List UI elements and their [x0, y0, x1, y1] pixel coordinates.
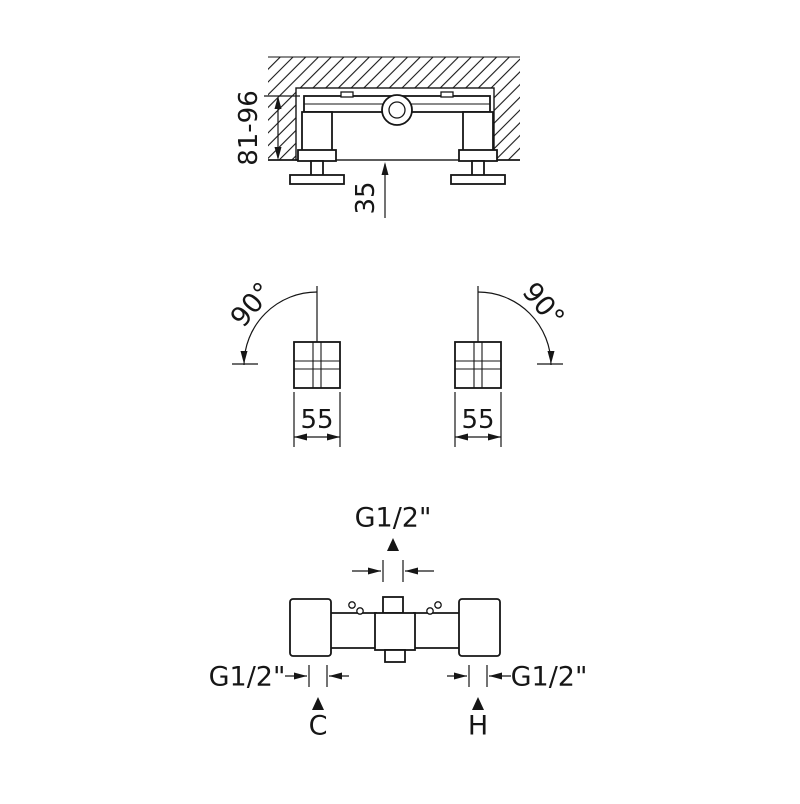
left-shutoff-valve: [289, 111, 345, 185]
mounting-hole-icon: [426, 607, 434, 615]
right-end-block: [458, 598, 501, 657]
right-thread-label: G1/2": [511, 662, 588, 693]
top-outlet-stub: [382, 596, 404, 614]
top-thread-label: G1/2": [355, 503, 432, 534]
valve-spindle-top-view: [454, 341, 502, 389]
rotation-detail-right: 90° 55: [454, 277, 571, 447]
valve-spindle-top-view: [293, 341, 341, 389]
faucet-body: [289, 596, 501, 663]
dim-arrow-right-icon: [488, 433, 501, 441]
left-end-block: [289, 598, 332, 657]
dim-arrow-right-icon: [327, 433, 340, 441]
center-housing: [374, 612, 416, 651]
left-thread-label: G1/2": [209, 662, 286, 693]
protrusion-dimension-label: 35: [351, 181, 381, 214]
mounting-hole-icon: [356, 607, 364, 615]
dim-arrow-down-icon: [274, 147, 282, 160]
dim-arrow-right-icon: [454, 672, 467, 680]
mounting-hole-icon: [434, 601, 442, 609]
depth-dimension-label: 81-96: [234, 90, 264, 166]
mounting-hole-icon: [348, 601, 356, 609]
up-pointer-icon: [472, 697, 484, 710]
dim-arrow-left-icon: [294, 433, 307, 441]
cold-inlet-callout: G1/2" C: [209, 662, 349, 742]
dim-arrow-left-icon: [489, 672, 502, 680]
hot-indicator-label: H: [468, 711, 488, 742]
dim-arrow-left-icon: [455, 433, 468, 441]
hot-inlet-callout: G1/2" H: [447, 662, 587, 742]
cold-indicator-label: C: [309, 711, 328, 742]
angle-label-right: 90°: [516, 277, 571, 334]
arc-arrow-icon: [547, 351, 555, 364]
rotation-detail-left: 90° 55: [225, 277, 341, 447]
bottom-outlet-stub: [384, 649, 406, 663]
dim-arrow-right-icon: [368, 567, 381, 575]
dim-arrow-up-icon: [274, 96, 282, 109]
width-label-left: 55: [300, 405, 333, 435]
arc-arrow-icon: [240, 351, 248, 364]
angle-label-left: 90°: [225, 277, 280, 334]
wall-section-view: 81-96 35: [234, 56, 520, 218]
right-shutoff-valve: [450, 111, 506, 185]
faucet-front-view: G1/2" G1/2": [209, 503, 588, 742]
up-pointer-icon: [387, 538, 399, 551]
up-pointer-icon: [312, 697, 324, 710]
width-label-right: 55: [461, 405, 494, 435]
dim-arrow-left-icon: [405, 567, 418, 575]
dim-arrow-right-icon: [294, 672, 307, 680]
dim-arrow-left-icon: [329, 672, 342, 680]
rotation-arc: [243, 291, 318, 366]
protrusion-dimension: 35: [351, 162, 389, 218]
rotation-arc: [477, 291, 552, 366]
concealed-valve-body: [303, 91, 491, 126]
depth-dimension: 81-96: [234, 90, 300, 166]
dim-arrow-up-icon: [381, 162, 389, 175]
